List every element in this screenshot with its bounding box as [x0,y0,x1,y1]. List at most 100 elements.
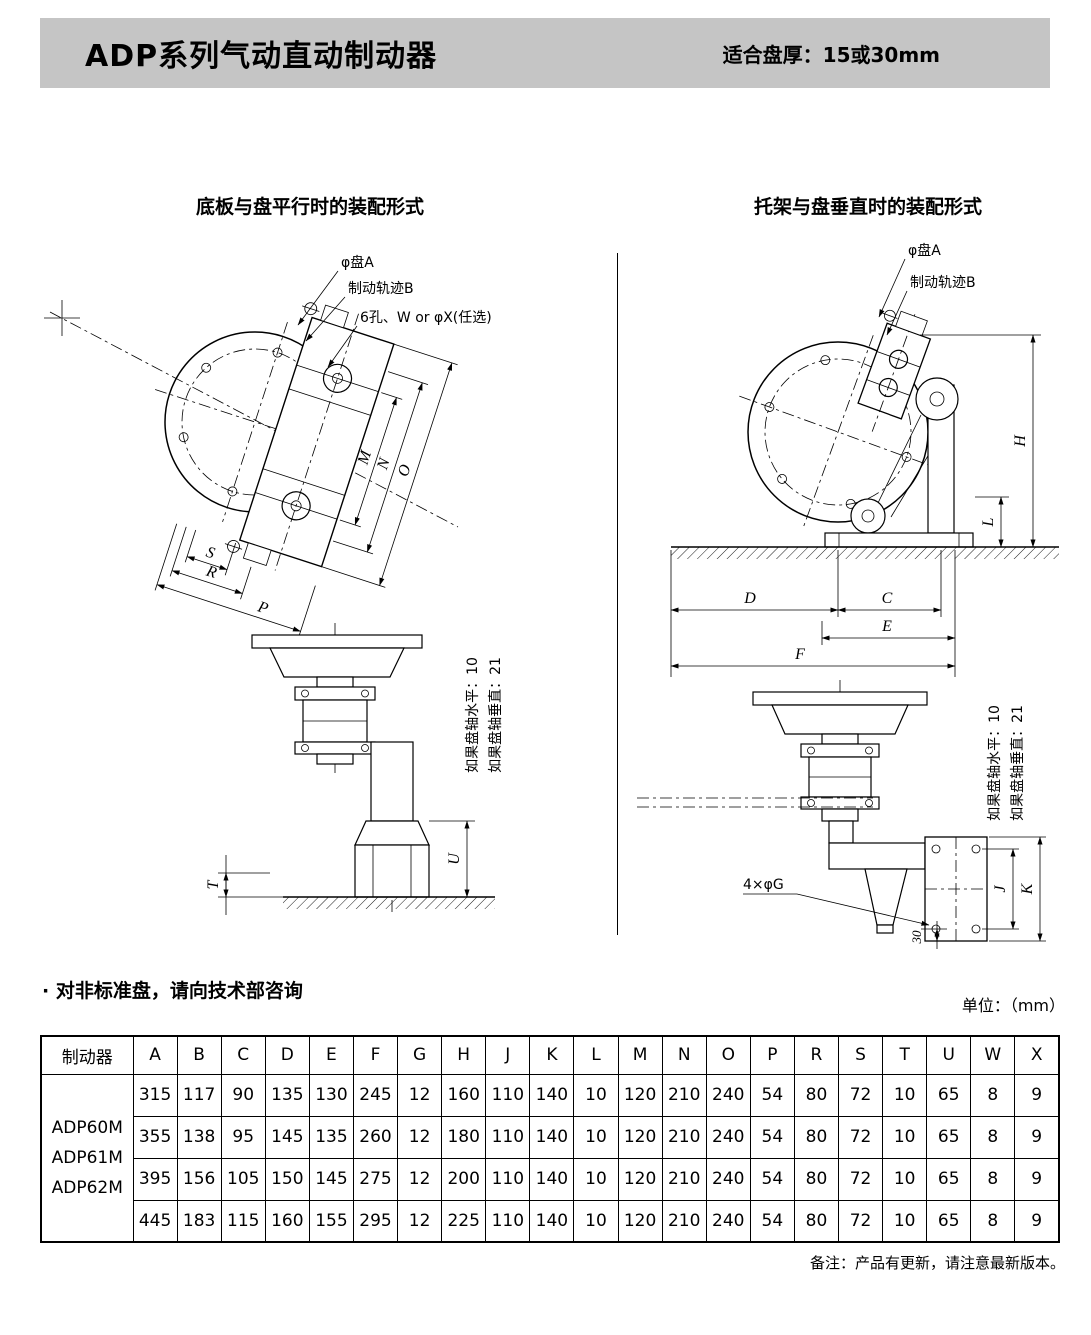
table-cell: 72 [837,1157,884,1201]
table-cell: 225 [441,1199,487,1243]
dim-o-label: O [395,462,415,479]
table-cell: 395 [132,1157,178,1201]
table-cell: 80 [793,1115,840,1159]
table-cell: 180 [441,1115,487,1159]
table-cell: 95 [220,1115,266,1159]
table-header-col-M: M [617,1035,663,1075]
dim-f-label: F [794,646,805,663]
table-cell: 210 [661,1157,707,1201]
table-cell: 54 [749,1115,795,1159]
table-header-col-P: P [749,1035,795,1075]
table-cell: 140 [529,1073,575,1117]
table-cell: 12 [397,1115,443,1159]
dim-u-label: U [446,852,463,865]
table-header-col-T: T [882,1035,928,1075]
table-cell: 9 [1014,1199,1060,1243]
leader-track-b-r: 制动轨迹B [886,275,976,336]
table-cell: 80 [793,1073,840,1117]
table-cell: 9 [1014,1115,1060,1159]
table-header-col-B: B [176,1035,222,1075]
table-cell: 10 [882,1115,928,1159]
table-cell: 138 [176,1115,222,1159]
table-cell: 295 [352,1199,399,1243]
datum-cross [44,300,80,336]
table-cell: 80 [793,1199,840,1243]
page-title: ADP系列气动直动制动器 [85,39,438,74]
table-cell: 65 [926,1157,972,1201]
footer-note: 备注：产品有更新，请注意最新版本。 [809,1254,1065,1272]
dim-t-label: T [205,879,222,889]
table-header-col-F: F [352,1035,399,1075]
table-header-col-C: C [220,1035,266,1075]
table-cell: 240 [705,1073,751,1117]
leader-disc-a: φ盘A [297,254,374,326]
ground-hatch [283,897,495,909]
dim-k-label: K [1019,882,1036,895]
model-name: ADP62M [51,1177,123,1198]
dim-u: U [429,820,495,898]
table-cell: 12 [397,1199,443,1243]
dim-p: P [154,523,316,638]
disc-a-label: φ盘A [341,254,374,271]
dim-30-label: 30 [909,930,924,945]
ground-hatch-r [671,547,1059,559]
table-header-col-G: G [397,1035,443,1075]
dim-j: J [982,848,1019,930]
table-cell: 72 [837,1115,884,1159]
axis-vertical-note-r: 如果盘轴垂直：21 [1009,705,1026,821]
left-drawing-title: 底板与盘平行时的装配形式 [195,196,424,218]
table-cell: 160 [441,1073,487,1117]
dim-n-label: N [374,455,394,473]
table-cell: 445 [132,1199,178,1243]
table-cell: 8 [970,1199,1016,1243]
table-cell: 10 [882,1073,928,1117]
table-header-col-N: N [661,1035,707,1075]
table-cell: 12 [397,1073,443,1117]
table-header-col-J: J [485,1035,531,1075]
table-cell: 140 [529,1199,575,1243]
table-header-col-L: L [573,1035,619,1075]
dim-r-label: R [203,562,219,582]
table-cell: 315 [132,1073,178,1117]
table-cell: 140 [529,1115,575,1159]
table-cell: 72 [837,1199,884,1243]
side-view [637,680,988,942]
unit-label: 单位：（mm） [961,996,1065,1015]
table-cell: 210 [661,1115,707,1159]
table-header-brake: 制动器 [40,1035,134,1075]
table-cell: 140 [529,1157,575,1201]
table-cell: 65 [926,1073,972,1117]
axis-horizontal-note: 如果盘轴水平：10 [464,657,481,773]
dim-l: L [975,496,1009,548]
table-header-col-K: K [529,1035,575,1075]
table-cell: 8 [970,1115,1016,1159]
front-view [251,623,495,915]
table-cell: 110 [485,1157,531,1201]
table-cell: 120 [617,1157,663,1201]
leader-track-b: 制动轨迹B [305,281,414,342]
dim-h: H [920,334,1041,548]
track-b-label-r: 制动轨迹B [910,275,976,291]
table-cell: 200 [441,1157,487,1201]
table-cell: 210 [661,1073,707,1117]
table-cell: 156 [176,1157,222,1201]
right-drawing: φ盘A 制动轨迹B H L D C E [637,242,1059,949]
left-drawing: M N O S [44,254,504,915]
track-b-label: 制动轨迹B [348,281,414,297]
table-cell: 90 [220,1073,266,1117]
brake-caliper [224,302,395,571]
model-name: ADP60M [51,1117,123,1138]
table-header-col-O: O [705,1035,751,1075]
table-cell: 54 [749,1073,795,1117]
table-header-col-X: X [1014,1035,1060,1075]
table-cell: 10 [573,1157,619,1201]
table-header-col-A: A [132,1035,178,1075]
table-cell: 10 [573,1073,619,1117]
table-cell: 105 [220,1157,266,1201]
